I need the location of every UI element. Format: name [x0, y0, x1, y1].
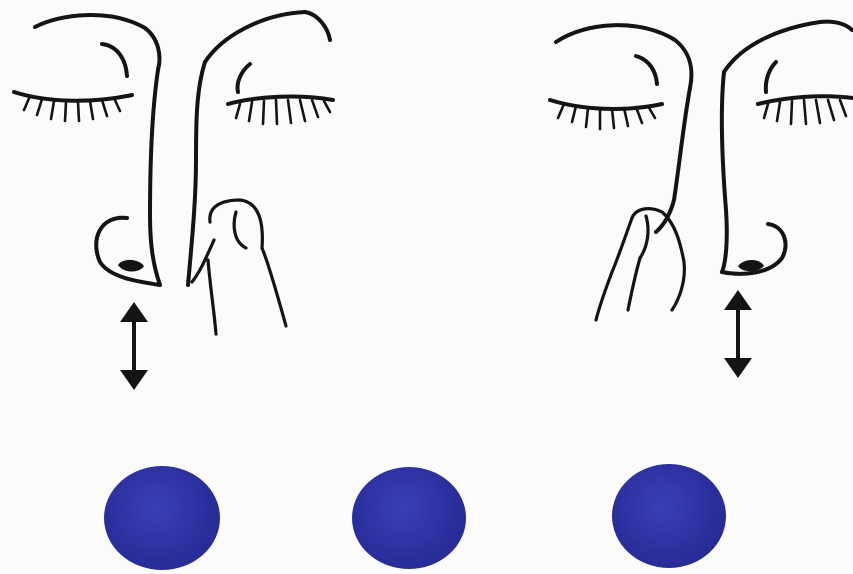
face-left-nostril-closed-icon [14, 12, 333, 390]
double-arrow-vertical-icon [724, 290, 752, 378]
blue-dot-right [612, 464, 726, 568]
blue-dot-center [352, 467, 466, 569]
face-right-nostril-closed-icon [550, 22, 853, 378]
double-arrow-vertical-icon [120, 302, 148, 390]
blue-dot-left [104, 466, 220, 570]
